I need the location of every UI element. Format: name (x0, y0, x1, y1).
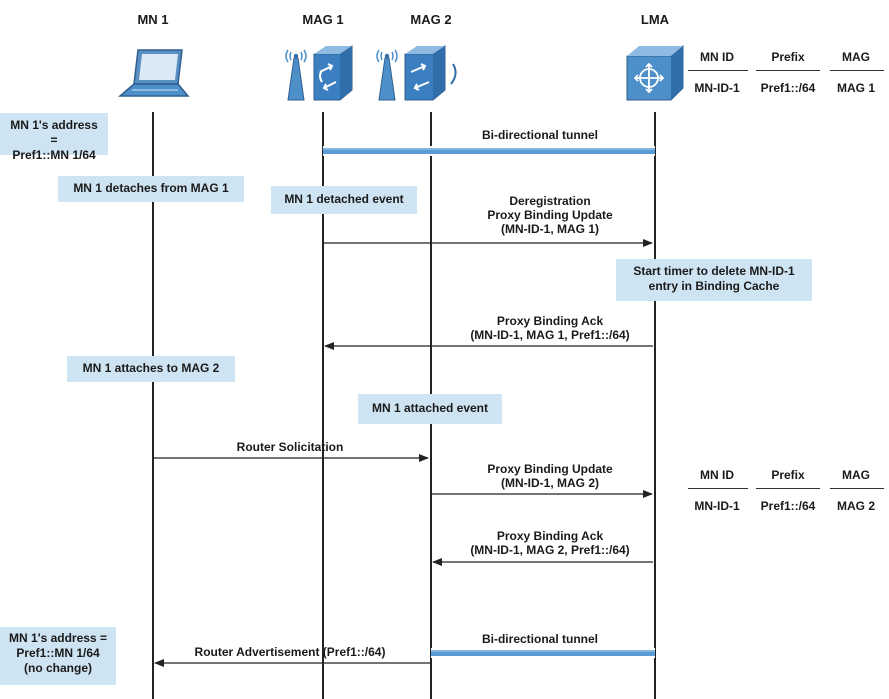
label-router-solicitation: Router Solicitation (236, 440, 344, 454)
note-mn1-attaches: MN 1 attaches to MAG 2 (67, 356, 235, 382)
table2-header-prefix: Prefix (771, 468, 805, 482)
table2-header-mn-id: MN ID (700, 468, 734, 482)
binding-cache-table-1: MN ID Prefix MAG MN-ID-1 Pref1::/64 MAG … (686, 50, 886, 100)
mag2-access-router-icon (376, 45, 457, 101)
label-router-advertisement: Router Advertisement (Pref1::/64) (194, 645, 386, 659)
table2-cell-mn-id: MN-ID-1 (694, 499, 740, 513)
lifeline-lma (654, 112, 656, 699)
table2-header-mag: MAG (842, 468, 870, 482)
lma-router-icon (626, 44, 684, 101)
entity-label-mn1: MN 1 (137, 12, 169, 27)
lifeline-mag1 (322, 112, 324, 699)
binding-cache-table-2: MN ID Prefix MAG MN-ID-1 Pref1::/64 MAG … (686, 468, 886, 518)
table1-cell-mag: MAG 1 (836, 81, 875, 95)
table1-rule (756, 70, 820, 71)
table2-rule (688, 488, 748, 489)
table1-header-prefix: Prefix (771, 50, 805, 64)
mag1-access-router-icon (285, 45, 353, 101)
table2-cell-mag: MAG 2 (836, 499, 875, 513)
table1-header-mag: MAG (842, 50, 870, 64)
note-detached-event: MN 1 detached event (271, 186, 417, 214)
note-mn1-detaches: MN 1 detaches from MAG 1 (58, 176, 244, 202)
label-tunnel-1: Bi-directional tunnel (481, 128, 598, 142)
label-pbu-2: Proxy Binding Update (MN-ID-1, MAG 2) (487, 462, 613, 490)
table2-rule (756, 488, 820, 489)
entity-label-lma: LMA (640, 12, 670, 27)
table1-rule (688, 70, 748, 71)
note-start-timer: Start timer to delete MN-ID-1 entry in B… (616, 259, 812, 301)
table2-rule (830, 488, 884, 489)
label-tunnel-2: Bi-directional tunnel (481, 632, 598, 646)
table1-cell-mn-id: MN-ID-1 (694, 81, 740, 95)
note-mn1-address-unchanged: MN 1's address = Pref1::MN 1/64 (no chan… (0, 627, 116, 685)
lifeline-mn1 (152, 112, 154, 699)
label-pba-1: Proxy Binding Ack (MN-ID-1, MAG 1, Pref1… (470, 314, 630, 342)
table1-cell-prefix: Pref1::/64 (760, 81, 816, 95)
label-deregistration-pbu: Deregistration Proxy Binding Update (MN-… (487, 194, 613, 236)
table1-header-mn-id: MN ID (700, 50, 734, 64)
table1-rule (830, 70, 884, 71)
label-pba-2: Proxy Binding Ack (MN-ID-1, MAG 2, Pref1… (470, 529, 630, 557)
tunnel-1 (323, 146, 655, 156)
tunnel-2 (431, 648, 655, 658)
table2-cell-prefix: Pref1::/64 (760, 499, 816, 513)
note-attached-event: MN 1 attached event (358, 394, 502, 424)
note-mn1-address: MN 1's address = Pref1::MN 1/64 (0, 113, 108, 162)
entity-label-mag1: MAG 1 (302, 12, 344, 27)
laptop-icon (118, 49, 190, 97)
entity-label-mag2: MAG 2 (410, 12, 452, 27)
